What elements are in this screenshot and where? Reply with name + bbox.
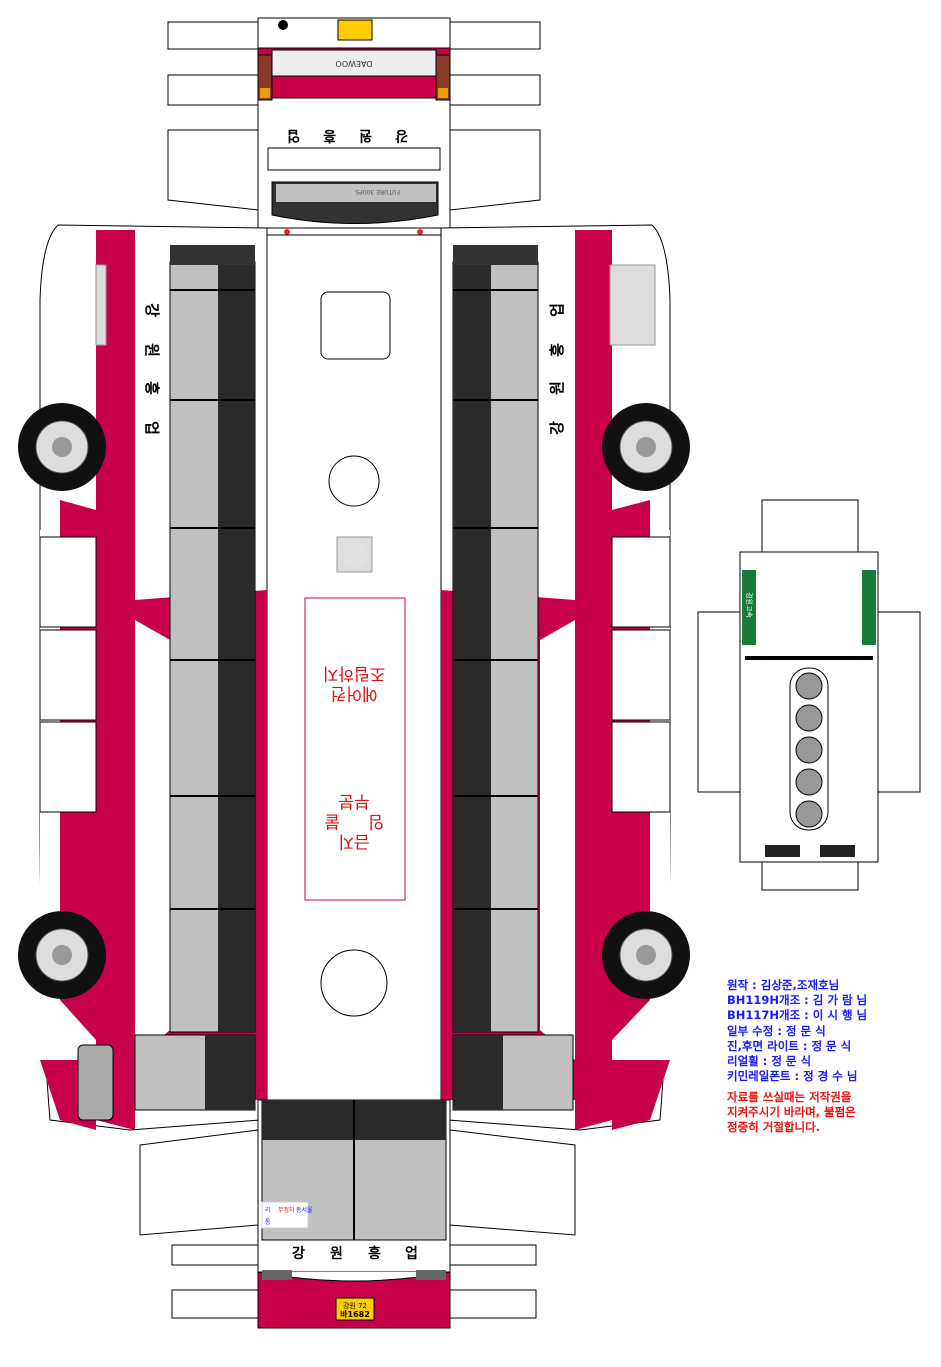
front-name-char-4: 업 [405,1246,418,1262]
credit-line-6: 리얼휠 : 정 문 식 [727,1054,812,1069]
notice-line-3: 정중히 거절합니다. [727,1120,821,1135]
front-name-char-1: 강 [292,1245,305,1262]
left-rear-wheel [18,403,106,491]
front-sign-1: 리 [265,1206,271,1214]
roof-panel: 조립하지 에어컨 붙 임 부분 금지 [266,234,442,1102]
copyright-notice: 자료를 쓰실때는 저작권을 지켜주시기 바라며, 불펌은 정중히 거절합니다. [727,1090,937,1136]
right-name-char-1: 강 [548,421,566,435]
credit-line-4: 일부 수정 : 정 문 식 [727,1023,826,1038]
roof-text-2: 에어컨 [331,683,378,703]
aircon-unit [304,597,406,901]
rear-tabs [167,21,541,211]
right-name-char-3: 흥 [548,343,566,357]
front-name-char-3: 흥 [368,1245,381,1262]
license-plate [335,1297,375,1321]
right-name-char-4: 업 [548,303,566,317]
front-tabs [139,1129,576,1319]
rear-panel: DAEWOO 강 원 흥 업 FUTURE 300PS [257,17,451,235]
roof-text-4: 임 [368,811,384,831]
left-name-char-3: 흥 [143,381,161,395]
rear-name-char-2: 원 [359,127,372,143]
front-sign-2: 무정차 [278,1206,295,1214]
front-panel: 강원 72 바1682 강 원 흥 업 리 통 동서울 무정차 [257,1099,451,1329]
extra-sign-left: 경원고속 [745,592,754,618]
left-name-char-4: 업 [143,421,161,435]
rear-name-char-4: 업 [287,127,300,143]
roof-text-3: 붙 [324,811,340,831]
front-sign-4: 통 [265,1219,271,1226]
right-front-wheel [602,911,690,999]
notice-line-1: 자료를 쓰실때는 저작권을 [727,1090,852,1104]
credit-line-5: 진,후면 라이트 : 정 문 식 [727,1038,852,1053]
notice-line-2: 지켜주시기 바라며, 불펌은 [727,1105,856,1120]
extra-piece: 경원고속 [697,499,921,891]
credit-line-3: BH117H개조 : 이 시 행 님 [727,1008,868,1023]
right-rear-wheel [602,403,690,491]
front-name-char-2: 원 [330,1246,343,1262]
plate-line-1: 강원 72 [343,1301,367,1310]
left-front-wheel [18,911,106,999]
roof-hatch-front [320,291,391,360]
rear-engine-badge: FUTURE 300PS [355,188,400,195]
left-name-char-2: 원 [143,343,161,357]
credit-line-7: 키민레일폰트 : 정 경 수 님 [727,1069,858,1084]
credits-block: 원작 : 김상준,조재호님 BH119H개조 : 김 가 람 님 BH117H개… [727,978,937,1084]
credit-line-2: BH119H개조 : 김 가 람 님 [727,993,868,1008]
rear-name-char-1: 강 [395,127,408,144]
right-side-panel: 업 흥 원 강 [440,224,690,1131]
roof-text-6: 금지 [338,831,369,851]
rear-name-char-3: 흥 [323,127,336,144]
roof-text-5: 부분 [338,791,369,811]
roof-text-1: 조립하지 [323,663,386,683]
roof-vent-1 [328,455,380,507]
roof-vent-2 [320,949,388,1017]
rear-brand-label: DAEWOO [335,59,372,68]
front-sign-3: 동서울 [296,1206,313,1214]
right-name-char-2: 원 [548,381,566,395]
left-side-panel: 강 원 흥 업 [18,224,268,1131]
credit-line-1: 원작 : 김상준,조재호님 [727,978,840,992]
left-name-char-1: 강 [143,303,161,317]
plate-line-2: 바1682 [340,1309,370,1319]
